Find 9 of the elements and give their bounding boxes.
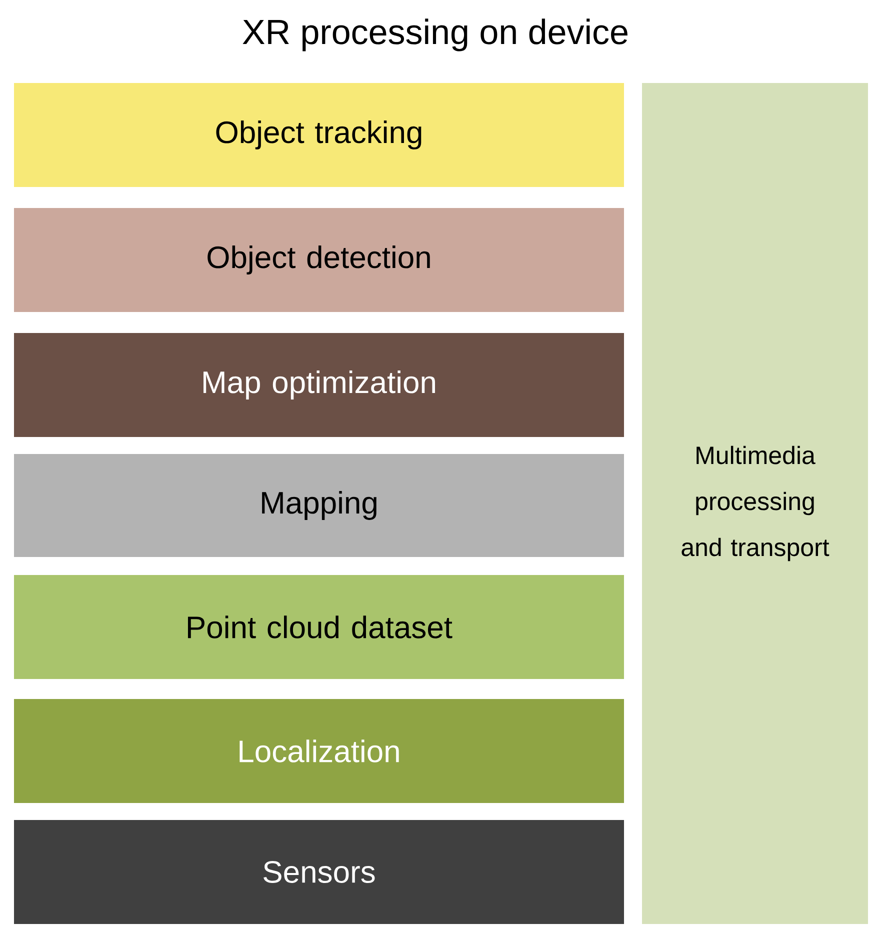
layer-box: Object tracking — [14, 83, 624, 187]
layer-box: Localization — [14, 699, 624, 803]
layer-box: Object detection — [14, 208, 624, 312]
title: XR processing on device — [242, 18, 628, 52]
side-panel: Multimedia processing and transport — [642, 83, 868, 924]
layer-box: Mapping — [14, 454, 624, 557]
layer-box: Map optimization — [14, 333, 624, 437]
layer-box: Sensors — [14, 820, 624, 924]
layer-box: Point cloud dataset — [14, 575, 624, 679]
